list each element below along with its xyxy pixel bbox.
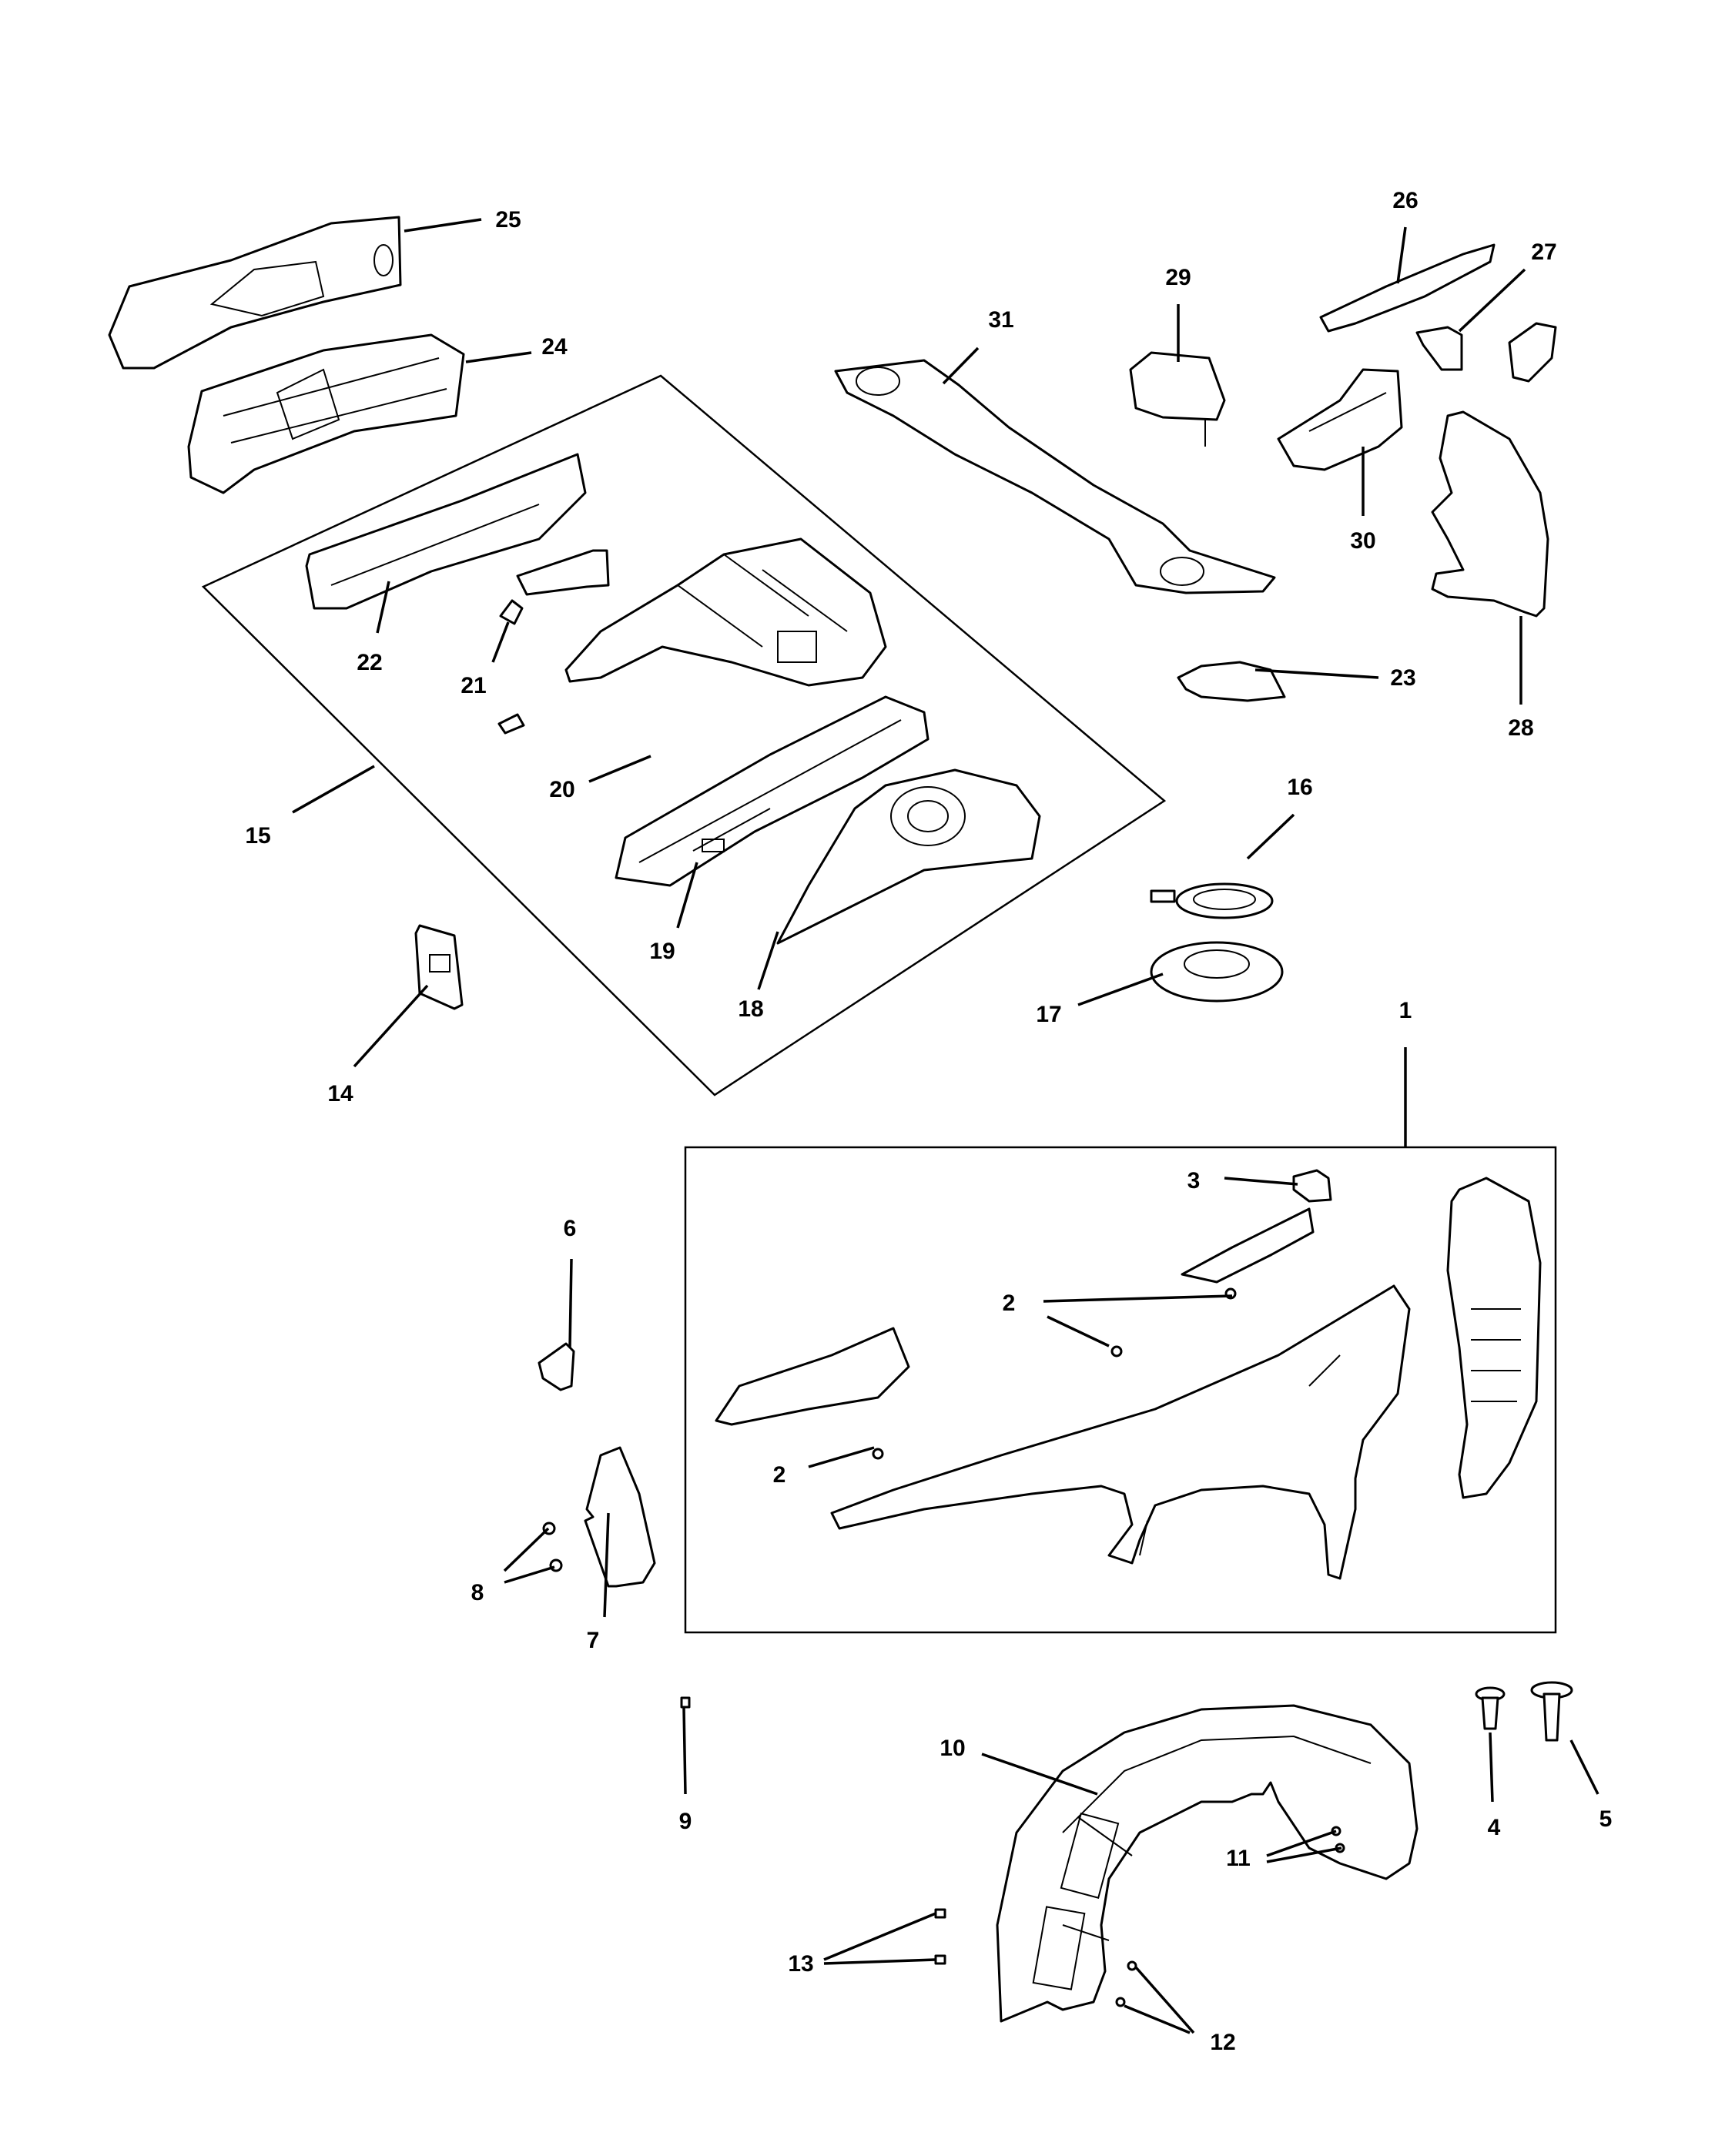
part-3-bracket	[1292, 1169, 1332, 1203]
part-4-push-pin	[1475, 1686, 1506, 1730]
part-9-clip	[680, 1696, 691, 1709]
callout-20: 20	[549, 777, 574, 802]
part-26-reinforcement	[1319, 243, 1496, 333]
callout-30: 30	[1350, 528, 1375, 554]
callout-12: 12	[1210, 2030, 1235, 2055]
callout-14: 14	[327, 1081, 353, 1106]
callout-18: 18	[738, 996, 763, 1022]
callout-31: 31	[988, 307, 1013, 333]
group-frame-1	[684, 1146, 1557, 1634]
callout-7: 7	[587, 1628, 600, 1653]
callout-15: 15	[245, 823, 270, 849]
part-5-push-pin	[1530, 1681, 1573, 1742]
part-19-lower-rail	[615, 695, 929, 887]
group-frame-15	[201, 374, 1167, 1096]
callout-4: 4	[1488, 1815, 1501, 1840]
part-6-bracket	[538, 1342, 575, 1391]
callout-21: 21	[461, 673, 486, 698]
part-31-cross-member	[834, 359, 1276, 594]
callout-28: 28	[1508, 715, 1533, 741]
callout-16: 16	[1287, 775, 1312, 800]
callout-27: 27	[1531, 239, 1556, 265]
callout-1: 1	[1399, 998, 1412, 1023]
callout-19: 19	[649, 939, 675, 964]
callout-13: 13	[788, 1951, 813, 1977]
part-25-dash-panel	[108, 216, 402, 370]
part-10-wheelhouse-liner	[996, 1704, 1419, 2023]
part-17-seal	[1150, 941, 1284, 1003]
part-13-clips	[934, 1908, 946, 1965]
callout-10: 10	[940, 1736, 965, 1761]
callout-26: 26	[1392, 188, 1418, 213]
part-30-bracket	[1277, 368, 1403, 471]
part-14-plate	[414, 924, 464, 1010]
callout-2a: 2	[1003, 1291, 1016, 1316]
callout-22: 22	[357, 650, 382, 675]
part-18-shock-tower	[776, 768, 1041, 945]
part-12-fasteners	[1115, 1960, 1137, 2007]
part-24-cowl-plenum	[187, 333, 465, 494]
callout-3: 3	[1187, 1168, 1201, 1194]
part-27-bracket	[1415, 322, 1557, 383]
callout-23: 23	[1390, 665, 1415, 691]
part-16-ring	[1150, 882, 1274, 919]
part-20-stud	[497, 713, 525, 735]
callout-2b: 2	[773, 1462, 786, 1488]
part-7-bracket	[584, 1446, 656, 1588]
part-23-bracket	[1177, 661, 1286, 702]
part-21-bracket	[499, 549, 610, 625]
part-29-bracket	[1129, 351, 1226, 447]
part-inner-rail-assembly	[564, 537, 887, 687]
callout-24: 24	[541, 334, 568, 360]
callout-labels: 25 24 22 21 20 15 19 18 14 31 29 26 27 3…	[245, 188, 1612, 2055]
callout-6: 6	[564, 1216, 577, 1241]
part-28-shield	[1431, 410, 1549, 618]
callout-9: 9	[679, 1809, 692, 1834]
callout-17: 17	[1036, 1002, 1061, 1027]
callout-5: 5	[1599, 1806, 1613, 1832]
leader-lines	[292, 218, 1599, 2034]
part-22-upper-rail	[305, 453, 587, 610]
callout-8: 8	[471, 1580, 484, 1605]
callout-11: 11	[1226, 1846, 1251, 1871]
callout-25: 25	[495, 207, 521, 233]
part-1-fender-assembly	[715, 1177, 1542, 1580]
callout-29: 29	[1165, 265, 1191, 290]
